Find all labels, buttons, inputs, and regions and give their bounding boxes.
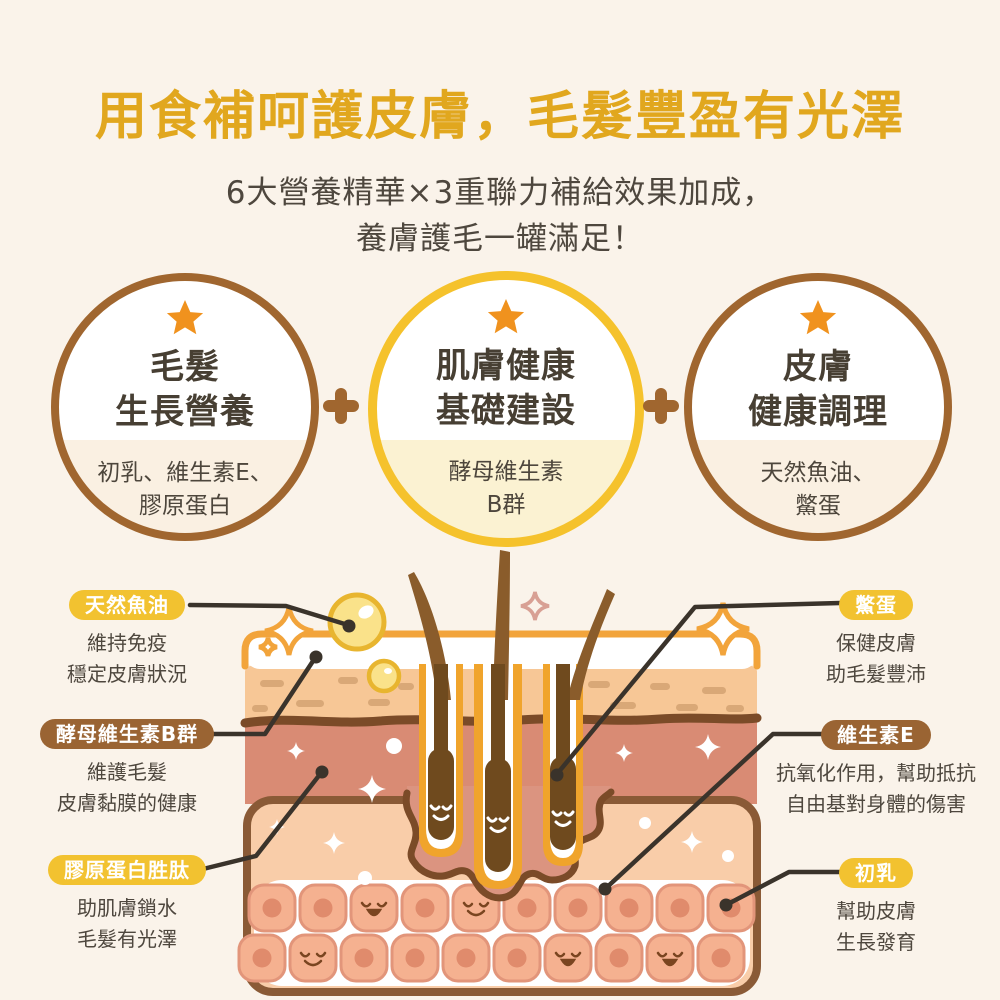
ingredient-badge: 維生素E [821,720,931,750]
ingredient-description: 維持免疫穩定皮膚狀況 [67,631,187,686]
circle-ingredients: 天然魚油、鱉蛋 [760,460,876,519]
subtitle-line-2: 養膚護毛一罐滿足！ [356,221,644,257]
oil-droplets [327,592,402,694]
ingredient-description: 助肌膚鎖水毛髮有光澤 [77,896,177,951]
circle-title: 肌膚健康基礎建設 [436,346,576,431]
star-icon [487,299,525,334]
callout-fish-oil: 天然魚油 維持免疫穩定皮膚狀況 [17,590,237,690]
hair-follicles [408,550,615,889]
connector-dots [309,619,733,912]
connector-lines [187,600,843,908]
plus-icon [319,384,363,428]
page-title: 用食補呵護皮膚，毛髮豐盈有光澤 [94,87,905,147]
ingredient-description: 幫助皮膚生長發育 [836,899,916,954]
skin-cells [237,883,756,983]
plus-icon [639,384,683,428]
ingredient-badge: 初乳 [839,858,913,888]
skin-diagram [187,550,843,996]
ingredient-badge: 酵母維生素B群 [39,719,215,749]
circle-title: 毛髮生長營養 [115,347,255,432]
ingredient-description: 抗氧化作用，幫助抵抗自由基對身體的傷害 [776,761,976,816]
callout-collagen-peptide: 膠原蛋白胜肽 助肌膚鎖水毛髮有光澤 [17,855,237,955]
ingredient-badge: 天然魚油 [69,590,185,620]
circle-ingredients: 初乳、維生素E、膠原蛋白 [97,460,273,519]
subtitle-line-1: 6大營養精華×3重聯力補給效果加成， [225,175,775,211]
sparkle-decorations [269,734,734,885]
callout-colostrum: 初乳 幫助皮膚生長發育 [766,858,986,958]
ingredient-badge: 鱉蛋 [839,590,913,620]
callout-vitamin-e: 維生素E 抗氧化作用，幫助抵抗自由基對身體的傷害 [766,720,986,820]
ingredient-description: 保健皮膚助毛髮豐沛 [826,631,926,686]
callout-yeast-vitamin-b: 酵母維生素B群 維護毛髮皮膚黏膜的健康 [17,719,237,819]
star-icon [166,300,204,335]
circle-title: 皮膚健康調理 [748,347,888,432]
benefit-circle-skin-conditioning: 皮膚健康調理 天然魚油、鱉蛋 [684,273,952,541]
ingredient-description: 維護毛髮皮膚黏膜的健康 [57,760,197,815]
star-icon [799,300,837,335]
benefit-circle-hair-growth: 毛髮生長營養 初乳、維生素E、膠原蛋白 [51,273,319,541]
callout-turtle-egg: 鱉蛋 保健皮膚助毛髮豐沛 [766,590,986,690]
ingredient-badge: 膠原蛋白胜肽 [48,855,206,885]
